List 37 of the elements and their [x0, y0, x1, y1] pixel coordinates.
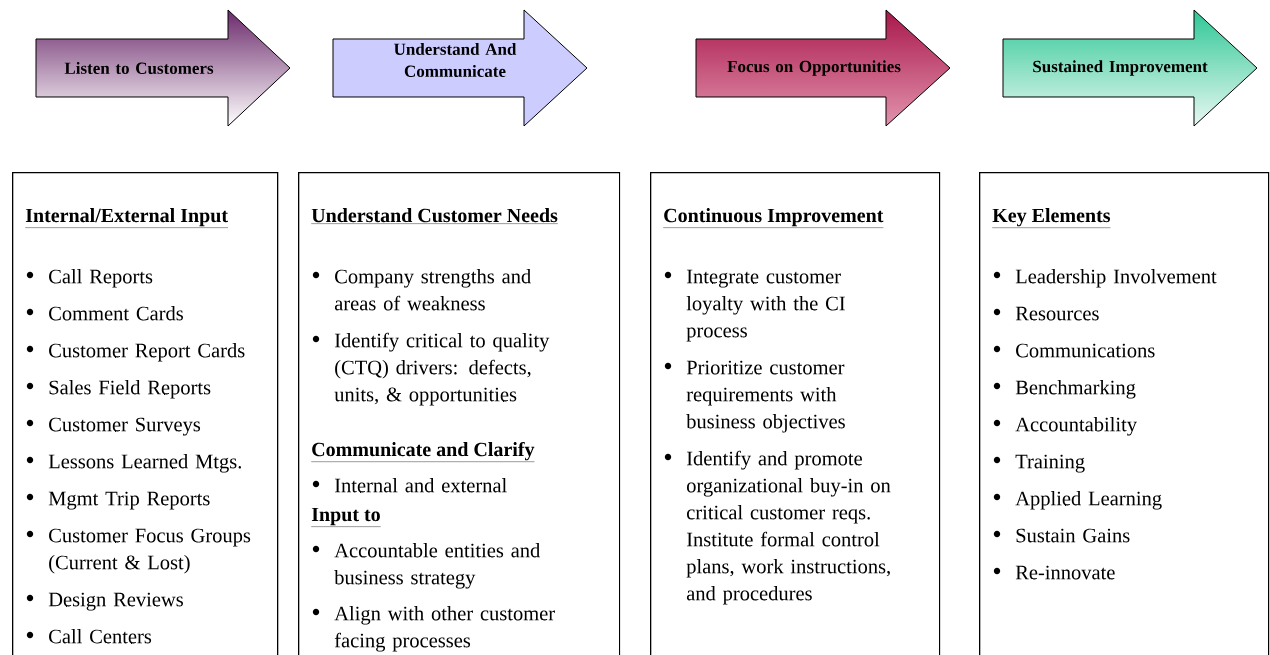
list-item: Call Reports: [26, 268, 153, 288]
list-item: Accountability: [993, 416, 1137, 436]
section-heading: Communicate and Clarify: [311, 441, 535, 462]
list-item: Training: [993, 454, 1085, 473]
list-item: Accountable entities and business strategy: [312, 542, 541, 589]
list-item: Sustain Gains: [993, 528, 1130, 543]
list-item: Identify critical to quality (CTQ) drivers: defects, units, & opportunities: [312, 332, 550, 406]
list-item: Re-innovate: [993, 565, 1115, 580]
list-item: Integrate customer loyalty with the CI process: [664, 269, 845, 342]
list-item: Benchmarking: [993, 379, 1136, 399]
list-item: Leadership Involvement: [993, 268, 1217, 288]
list-item: Sales Field Reports: [26, 379, 211, 399]
list-item: Applied Learning: [993, 490, 1162, 510]
phase-banner: Focus on Opportunities: [695, 9, 951, 127]
list-item: Align with other customer facing processes: [312, 605, 555, 652]
list-item: Design Reviews: [26, 592, 183, 611]
section-heading: Key Elements: [992, 208, 1111, 228]
list-item: Call Centers: [26, 628, 152, 644]
list-item: Internal and external: [312, 477, 507, 493]
list-item: Lessons Learned Mtgs.: [26, 453, 241, 473]
list-item: Customer Report Cards: [26, 342, 245, 362]
list-item: Comment Cards: [26, 305, 183, 321]
list-item: Resources: [993, 306, 1099, 321]
phase-banner: Listen to Customers: [35, 9, 291, 127]
section-heading: Understand Customer Needs: [311, 208, 559, 224]
list-item: Identify and promote organizational buy-in on critical customer reqs. Institute formal control plans, work instructions, and procedures: [664, 450, 891, 605]
list-item: Customer Surveys: [26, 417, 201, 436]
list-item: Customer Focus Groups (Current & Lost): [26, 528, 251, 574]
section-heading: Input to: [311, 507, 381, 527]
list-item: Company strengths and areas of weakness: [312, 268, 531, 311]
section-heading: Continuous Improvement: [663, 208, 884, 228]
list-item: Mgmt Trip Reports: [26, 491, 210, 510]
phase-banner: Sustained Improvement: [1002, 9, 1258, 127]
list-item: Communications: [993, 343, 1155, 358]
section-heading: Internal/External Input: [25, 208, 229, 228]
phase-banner: Understand And Communicate: [332, 9, 588, 127]
list-item: Prioritize customer requirements with business objectives: [664, 360, 845, 433]
